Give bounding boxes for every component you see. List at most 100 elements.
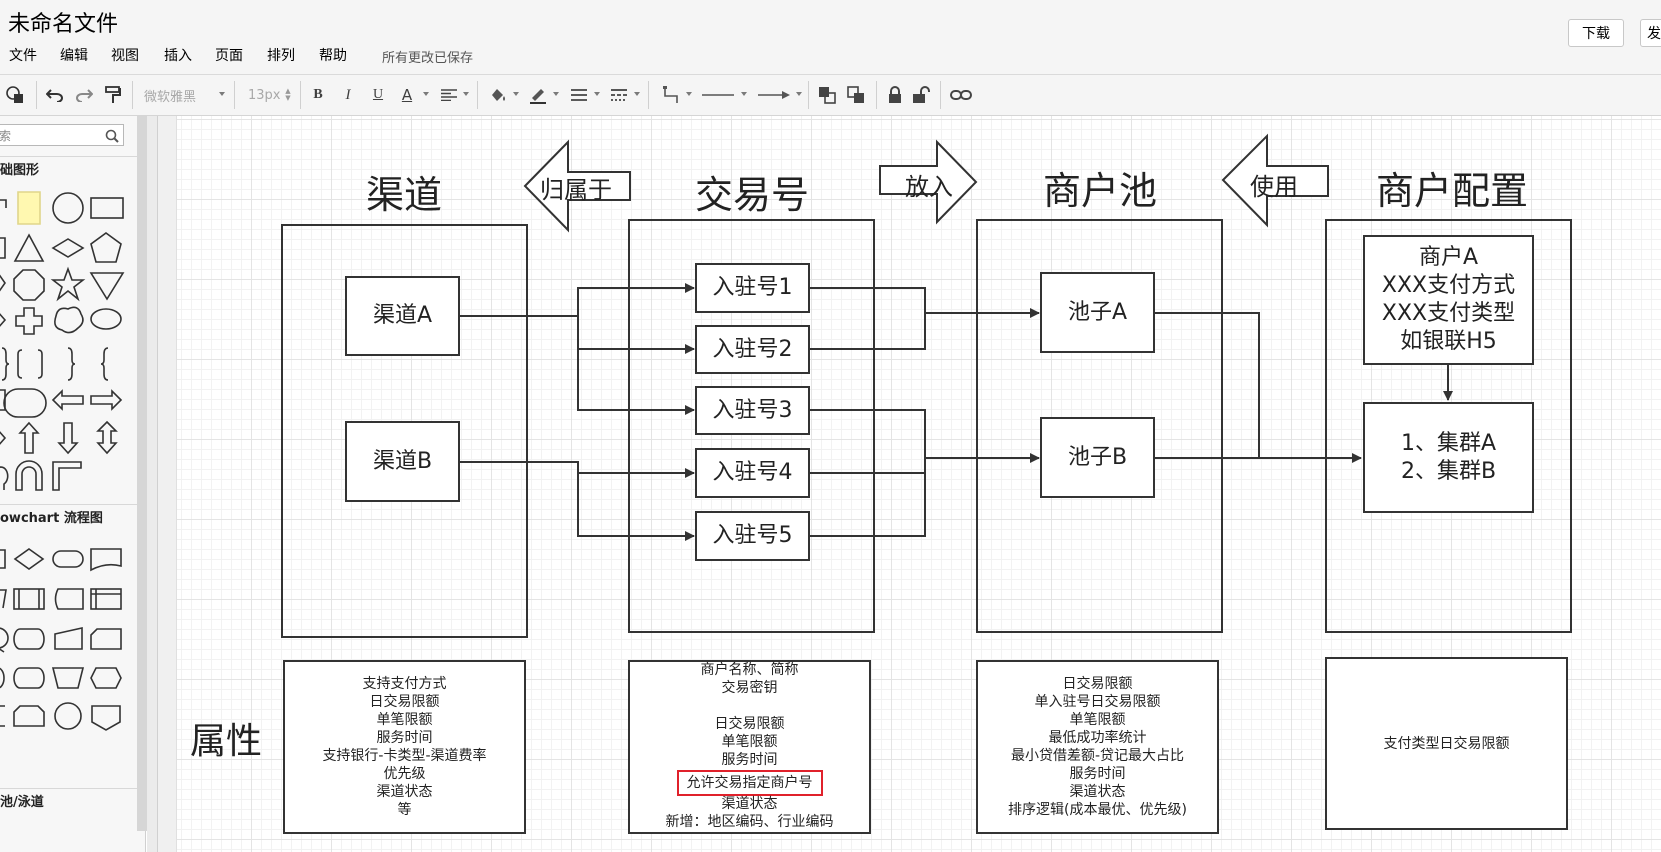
trade-attributes-box[interactable]: 商户名称、简称 交易密钥 日交易限额 单笔限额 服务时间 允许交易指定商户号 渠…	[628, 660, 871, 834]
to-front-icon[interactable]	[816, 83, 838, 107]
style-fill-icon[interactable]	[4, 83, 26, 107]
shape-partial-icon[interactable]	[0, 627, 9, 653]
up-arrow-shape-icon[interactable]	[18, 421, 40, 454]
channel-attributes-box[interactable]: 支持支付方式 日交易限额 单笔限额 服务时间 支持银行-卡类型-渠道费率 优先级…	[283, 660, 526, 834]
menu-arrange[interactable]: 排列	[267, 48, 295, 64]
column-title-merchant-config[interactable]: 商户配置	[1376, 169, 1529, 213]
shape-partial-icon[interactable]	[0, 430, 7, 446]
section-swimlanes[interactable]: 池/泳道	[0, 788, 145, 817]
arrow-label-use[interactable]: 使用	[1250, 173, 1298, 201]
left-block-arrow-belongs[interactable]	[523, 139, 631, 233]
shape-partial-icon[interactable]	[0, 466, 9, 490]
line-start-icon[interactable]	[700, 83, 736, 107]
rectangle-shape-icon[interactable]	[90, 197, 124, 219]
menu-edit[interactable]: 编辑	[60, 48, 88, 64]
trade-node[interactable]: 入驻号2	[695, 325, 810, 374]
column-title-merchant-pool[interactable]: 商户池	[1043, 169, 1158, 213]
u-turn-shape-icon[interactable]	[15, 460, 43, 491]
connector-pool-a-cluster[interactable]	[1153, 312, 1260, 458]
shape-partial-icon[interactable]	[0, 199, 7, 208]
shape-partial-icon[interactable]	[0, 312, 7, 328]
shape-search-field[interactable]: 索	[0, 124, 124, 146]
right-block-arrow-put-into[interactable]	[879, 139, 978, 225]
arrow-label-belongs[interactable]: 归属于	[540, 176, 612, 204]
undo-icon[interactable]	[44, 83, 66, 107]
menu-insert[interactable]: 插入	[164, 48, 192, 64]
sidebar-resize-handle[interactable]	[147, 116, 158, 852]
data-storage-shape-icon[interactable]	[3, 388, 47, 418]
underline-button[interactable]: U	[372, 87, 384, 102]
column-title-channel[interactable]: 渠道	[366, 173, 443, 217]
link-icon[interactable]	[948, 83, 974, 107]
connector-channel-a-trade-1[interactable]	[459, 283, 695, 317]
config-attributes-box[interactable]: 支付类型日交易限额	[1325, 657, 1568, 830]
down-arrow-shape-icon[interactable]	[57, 422, 79, 455]
corner-shape-icon[interactable]	[52, 461, 82, 491]
highlighted-attr-line[interactable]: 允许交易指定商户号	[676, 770, 823, 796]
document-shape-icon[interactable]	[90, 548, 122, 572]
unlock-icon[interactable]	[910, 83, 932, 107]
fill-color-icon[interactable]	[487, 83, 509, 107]
merchant-config-container[interactable]	[1325, 219, 1572, 633]
card-shape-icon[interactable]	[90, 628, 122, 650]
section-basic-shapes[interactable]: 础图形	[0, 156, 145, 185]
trade-node[interactable]: 入驻号1	[695, 263, 810, 313]
line-width-icon[interactable]	[568, 83, 590, 107]
callout-shape-icon[interactable]	[90, 308, 122, 330]
menu-file[interactable]: 文件	[9, 48, 37, 64]
channel-node[interactable]: 渠道A	[345, 276, 460, 356]
funnel-shape-icon[interactable]	[89, 272, 125, 301]
parenthesis-shape-icon[interactable]	[17, 349, 43, 379]
diamond-shape-icon[interactable]	[51, 238, 85, 258]
bold-button[interactable]: B	[313, 87, 323, 102]
trade-node[interactable]: 入驻号4	[695, 448, 810, 498]
shape-partial-icon[interactable]	[0, 667, 5, 689]
terminator-shape-icon[interactable]	[52, 550, 84, 568]
left-brace-shape-icon[interactable]	[100, 347, 109, 381]
octagon-shape-icon[interactable]	[13, 269, 45, 301]
loop-limit-shape-icon[interactable]	[13, 705, 45, 727]
pool-attributes-box[interactable]: 日交易限额 单入驻号日交易限额 单笔限额 最低成功率统计 最小贷借差额-贷记最大…	[976, 660, 1219, 834]
menu-page[interactable]: 页面	[215, 48, 243, 64]
shape-partial-icon[interactable]	[0, 549, 6, 569]
line-color-icon[interactable]	[527, 83, 549, 107]
pool-node[interactable]: 池子A	[1040, 272, 1155, 353]
internal-storage-shape-icon[interactable]	[90, 588, 122, 610]
off-page-connector-shape-icon[interactable]	[91, 705, 121, 731]
search-icon[interactable]	[105, 128, 119, 147]
sidebar-scrollbar[interactable]	[137, 116, 147, 831]
connector-channel-b-trade-5[interactable]	[577, 462, 695, 541]
cloud-shape-icon[interactable]	[54, 306, 84, 334]
connector-shape-icon[interactable]	[54, 702, 82, 730]
left-block-arrow-use[interactable]	[1221, 133, 1329, 228]
pool-node[interactable]: 池子B	[1040, 417, 1155, 498]
menu-help[interactable]: 帮助	[319, 48, 347, 64]
cluster-node[interactable]: 1、集群A 2、集群B	[1363, 402, 1534, 513]
format-painter-icon[interactable]	[102, 83, 124, 107]
shape-partial-icon[interactable]	[0, 273, 6, 293]
font-family-select[interactable]: 微软雅黑	[144, 89, 197, 105]
font-size-stepper-icon[interactable]: ▲▼	[285, 87, 291, 102]
connector-channel-a-trade-3[interactable]	[577, 316, 695, 415]
up-down-arrow-shape-icon[interactable]	[96, 420, 118, 455]
redo-icon[interactable]	[73, 83, 95, 107]
pentagon-shape-icon[interactable]	[90, 232, 122, 263]
download-button[interactable]: 下载	[1568, 19, 1624, 47]
trade-node[interactable]: 入驻号5	[695, 511, 810, 561]
shape-partial-icon[interactable]	[0, 237, 6, 259]
preparation-shape-icon[interactable]	[90, 667, 122, 689]
align-left-icon[interactable]	[438, 83, 460, 107]
note-shape-icon[interactable]	[17, 191, 41, 225]
column-title-trade-no[interactable]: 交易号	[695, 173, 810, 217]
circle-shape-icon[interactable]	[52, 192, 84, 224]
shape-partial-icon[interactable]	[0, 705, 5, 727]
document-title[interactable]: 未命名文件	[8, 12, 119, 37]
brace-shape-icon[interactable]	[1, 347, 10, 381]
right-brace-shape-icon[interactable]	[67, 347, 76, 381]
cross-shape-icon[interactable]	[15, 307, 43, 335]
decision-shape-icon[interactable]	[13, 548, 45, 570]
manual-input-shape-icon[interactable]	[54, 627, 83, 650]
connector-trade-1-2-merge[interactable]	[809, 287, 926, 350]
channel-node[interactable]: 渠道B	[345, 421, 460, 502]
manual-operation-shape-icon[interactable]	[51, 667, 85, 689]
